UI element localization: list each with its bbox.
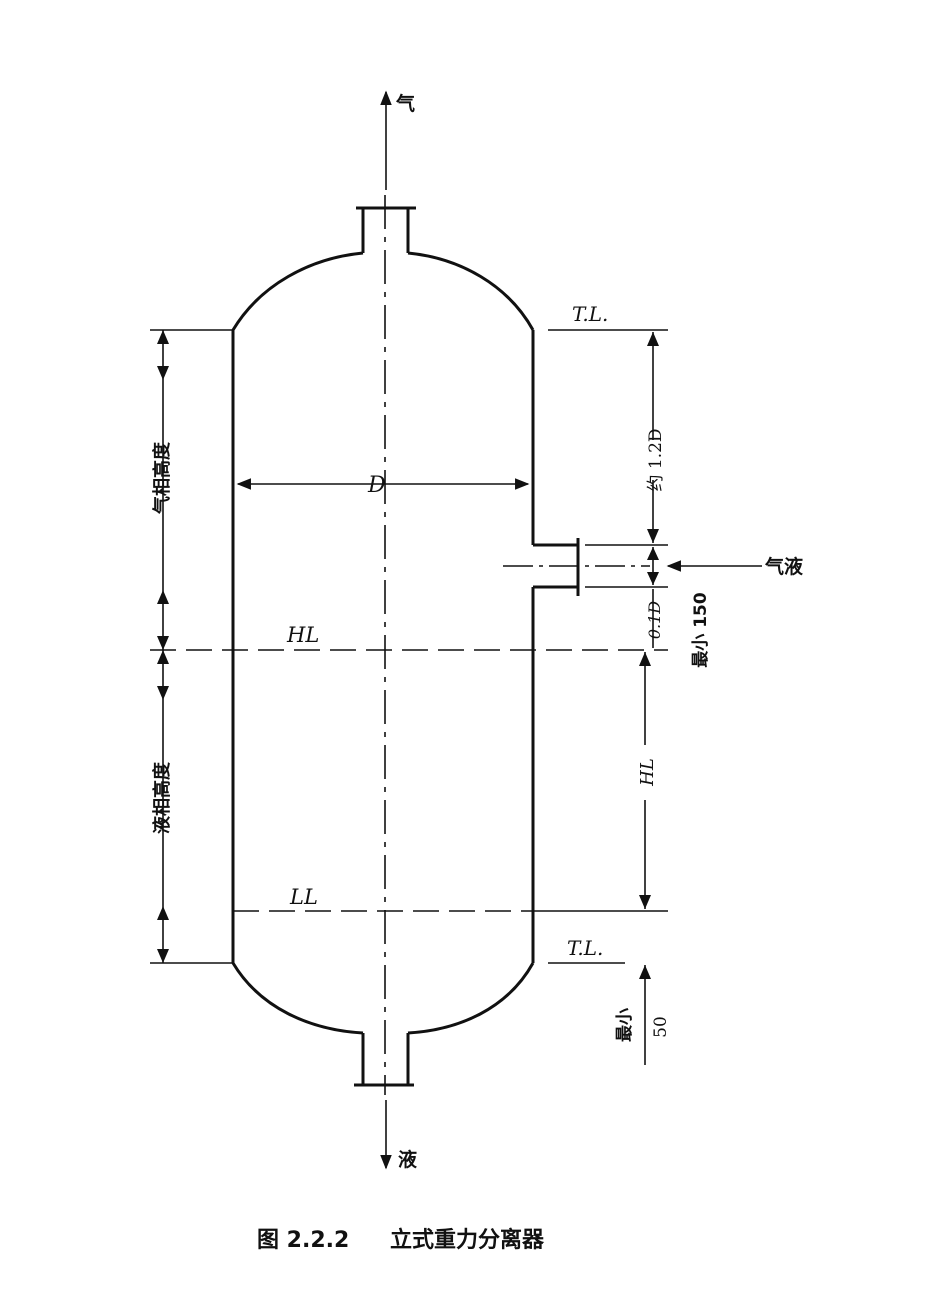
- bottom-head: [231, 962, 364, 1035]
- vessel-shell: [231, 251, 535, 1035]
- gas-phase-height-label: 气相高度: [151, 441, 173, 515]
- low-liquid-level-label: LL: [289, 885, 318, 909]
- liquid-outlet-label: 液: [398, 1148, 418, 1171]
- bottom-liquid-nozzle: [354, 1033, 414, 1087]
- top-gas-nozzle: [356, 206, 416, 253]
- inlet-nozzle: [503, 538, 650, 596]
- feed-inlet-label: 气液: [764, 555, 804, 578]
- tangent-line-top-label: T.L.: [572, 302, 608, 326]
- bottom-min-label: 最小: [615, 1008, 635, 1042]
- left-dimension-chain: [157, 330, 169, 963]
- liquid-height-dimension-label: HL: [637, 758, 658, 787]
- figure-title: 立式重力分离器: [390, 1227, 545, 1253]
- top-head: [231, 251, 364, 331]
- right-dimension-chain: [639, 332, 659, 1065]
- liquid-phase-height-label: 液相高度: [151, 761, 173, 834]
- high-liquid-level-label: HL: [286, 623, 319, 647]
- diameter-label: D: [367, 473, 386, 498]
- figure-number: 图 2.2.2: [257, 1228, 349, 1253]
- gas-outlet-label: 气: [395, 92, 415, 115]
- vapor-space-height-label: 约 1.2D: [646, 428, 666, 491]
- tangent-line-bottom-label: T.L.: [567, 936, 603, 960]
- bottom-min-value: 50: [651, 1016, 671, 1038]
- inlet-gap-label: 0.1D: [645, 601, 664, 639]
- inlet-min-label: 最小 150: [691, 592, 711, 668]
